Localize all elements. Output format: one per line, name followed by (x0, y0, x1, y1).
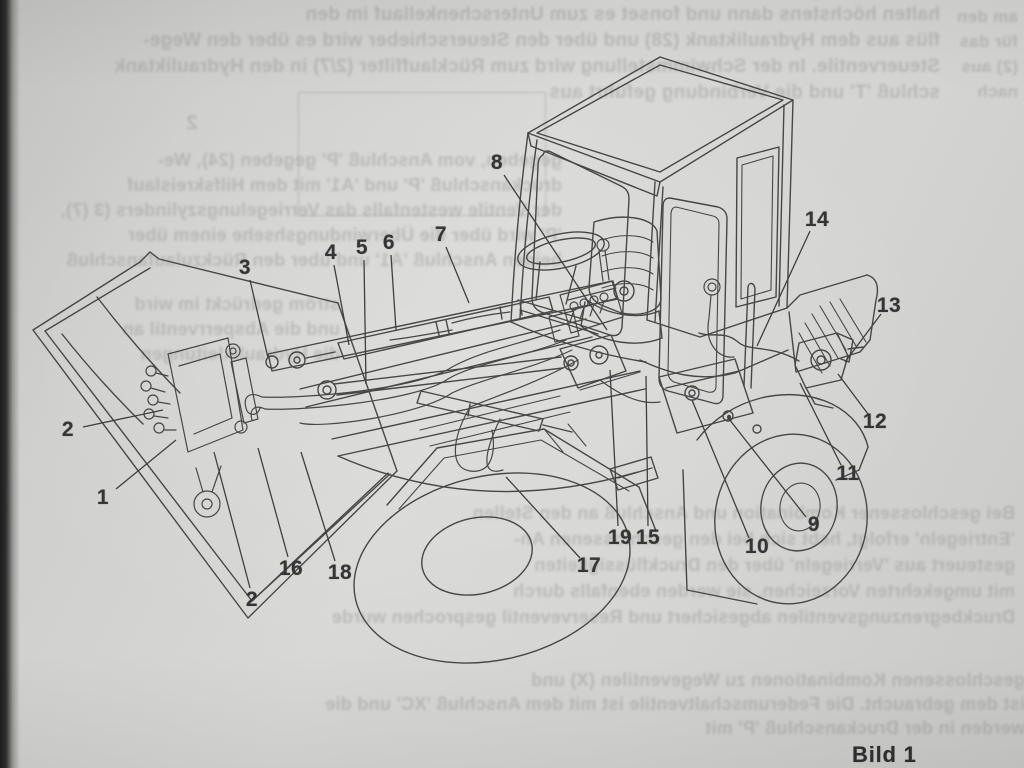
leader-line-16 (257, 447, 289, 558)
rear-body-drawing (609, 274, 879, 605)
leader-line-6 (390, 254, 397, 331)
front-lower-drawing (337, 371, 657, 664)
leader-line-11 (799, 382, 842, 466)
leader-line-13 (844, 313, 882, 363)
coupler-drawing (140, 337, 259, 518)
leader-line-2 (213, 451, 251, 589)
callout-number-4: 4 (324, 241, 338, 264)
leader-line-18 (300, 451, 336, 562)
leader-line-19 (609, 369, 619, 527)
bucket-drawing (32, 251, 398, 619)
leader-line-5 (363, 259, 367, 385)
callout-number-7: 7 (434, 223, 448, 246)
valve-block-drawing (548, 238, 735, 358)
callout-number-11: 11 (836, 462, 860, 485)
leader-line-7 (445, 246, 470, 304)
leader-line-10 (691, 399, 750, 539)
leader-line-1 (115, 439, 177, 490)
callout-number-10: 10 (744, 535, 770, 558)
callout-number-1: 1 (96, 486, 110, 509)
leader-line-2 (82, 409, 164, 428)
leader-line-9 (728, 418, 807, 518)
cab-drawing (510, 56, 794, 405)
callout-number-19: 19 (607, 526, 633, 549)
leader-line-8 (503, 174, 608, 331)
hoses-drawing (244, 311, 661, 472)
callout-number-16: 16 (278, 557, 304, 580)
callout-number-17: 17 (576, 554, 602, 577)
callout-number-15: 15 (635, 526, 661, 549)
leader-line-3 (249, 279, 269, 359)
callout-number-18: 18 (327, 561, 353, 584)
callout-number-9: 9 (807, 513, 821, 536)
callout-number-5: 5 (355, 236, 369, 259)
callout-number-2: 2 (245, 588, 259, 611)
callout-number-12: 12 (862, 410, 888, 433)
callout-number-13: 13 (876, 294, 902, 317)
leader-line-14 (756, 230, 811, 347)
callout-leader-lines (82, 174, 882, 589)
callout-number-8: 8 (490, 151, 504, 174)
leader-line-12 (837, 373, 869, 415)
leader-line-4 (333, 264, 350, 346)
boom-drawing (265, 280, 646, 457)
leader-line-15 (645, 375, 649, 527)
page-left-edge-shadow (0, 0, 20, 768)
figure-caption: Bild 1 (852, 742, 917, 767)
callout-number-6: 6 (382, 231, 396, 254)
callout-number-3: 3 (238, 256, 252, 279)
leader-line-17 (505, 476, 581, 559)
callout-number-14: 14 (804, 208, 830, 231)
callout-number-2: 2 (61, 418, 75, 441)
